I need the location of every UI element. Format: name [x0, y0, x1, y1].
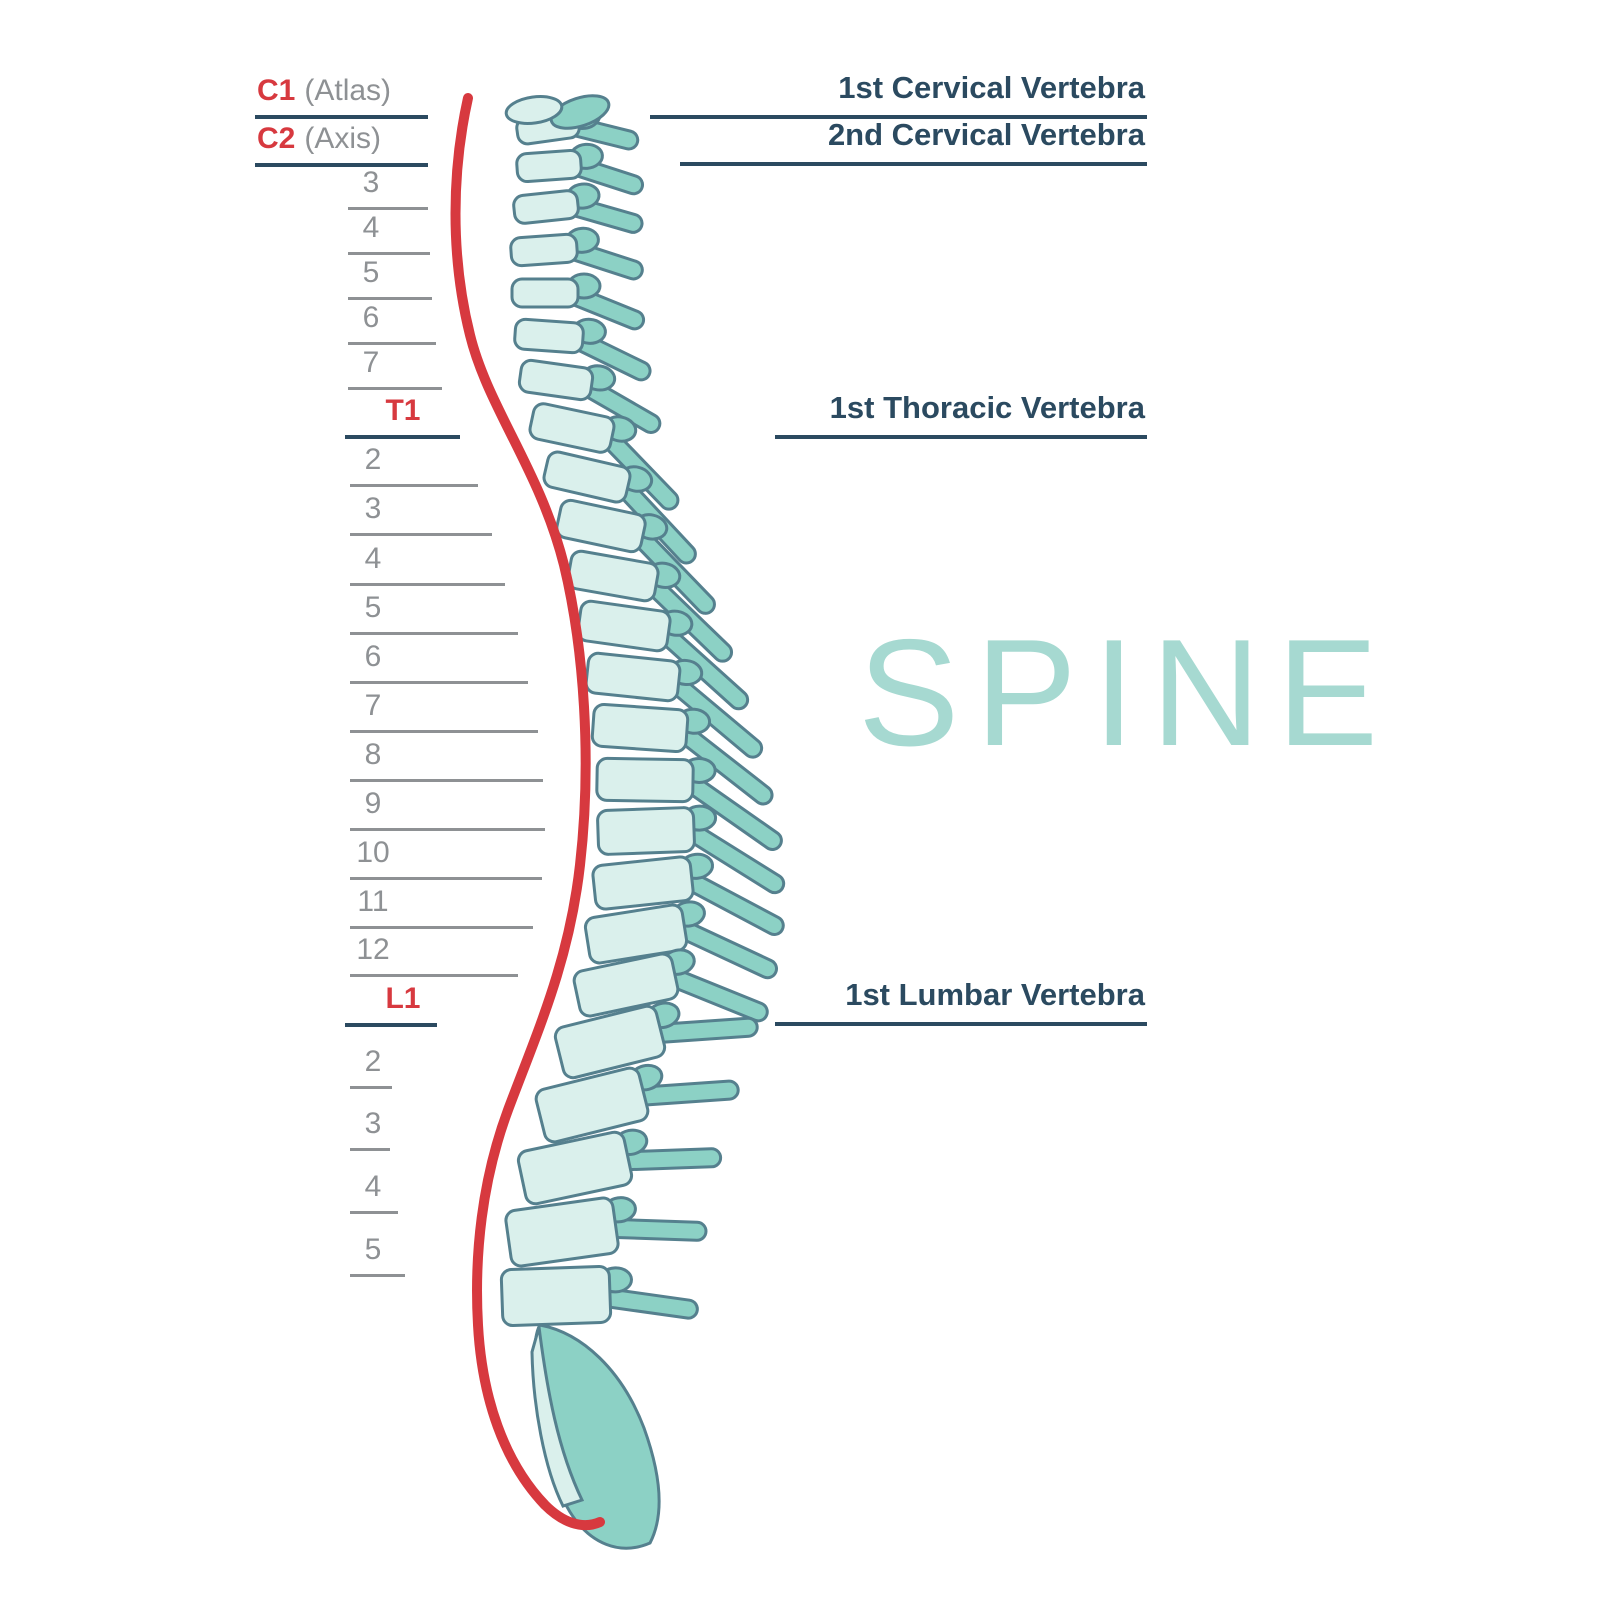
ruler-line — [348, 342, 436, 345]
ruler-line — [350, 828, 545, 831]
sacrum-shape — [530, 1323, 661, 1550]
vertebra-shape — [504, 1196, 708, 1268]
vertebra-label: 12 — [356, 933, 390, 966]
spine-watermark-title: SPINE — [858, 608, 1395, 778]
vertebra-shape — [595, 756, 783, 851]
vertebra-shape — [576, 599, 750, 711]
vertebra-shape — [591, 852, 785, 937]
vertebra-code: L1 — [385, 982, 421, 1015]
ruler-line — [350, 533, 492, 536]
vertebra-shape — [513, 317, 652, 382]
vertebra-label: 7 — [362, 346, 380, 379]
ruler-line — [350, 632, 518, 635]
spine-bones — [499, 102, 786, 1328]
ruler-line — [345, 435, 460, 439]
ruler-line — [350, 779, 543, 782]
vertebra-label: 5 — [364, 1233, 382, 1266]
ruler-line — [350, 926, 533, 929]
ruler-line — [350, 583, 505, 586]
vertebra-shape — [534, 1063, 740, 1144]
vertebra-label: 3 — [364, 492, 382, 525]
annotation-line — [680, 162, 1147, 166]
ruler-line — [348, 387, 442, 390]
vertebra-label: 2 — [364, 1045, 382, 1078]
vertebra-label: 11 — [357, 885, 389, 918]
ruler-line — [255, 115, 428, 119]
ruler-line — [350, 1148, 390, 1151]
vertebra-label: 8 — [364, 738, 382, 771]
vertebra-label: 5 — [364, 591, 382, 624]
ruler-line — [255, 163, 428, 167]
vertebra-label: 3 — [364, 1107, 382, 1140]
ruler-line — [345, 1023, 437, 1027]
ruler-line — [348, 207, 428, 210]
vertebra-alias: (Axis) — [304, 122, 382, 155]
vertebra-shape — [596, 804, 786, 895]
vertebra-label: 9 — [364, 787, 382, 820]
vertebra-label: 4 — [364, 542, 382, 575]
ruler-line — [350, 681, 528, 684]
vertebra-label: 4 — [362, 211, 380, 244]
vertebra-label: C2(Axis) — [257, 121, 381, 157]
ruler-line — [348, 297, 432, 300]
vertebra-label: T1 — [373, 393, 433, 429]
atlas-shape — [504, 94, 611, 130]
annotation-text: 2nd Cervical Vertebra — [827, 117, 1145, 152]
vertebra-label: L1 — [373, 981, 433, 1017]
vertebra-shape — [553, 1001, 759, 1080]
vertebra-code: C2 — [257, 122, 296, 155]
vertebra-shape — [583, 900, 778, 980]
ruler-line — [350, 974, 518, 977]
ruler-line — [350, 877, 542, 880]
vertebra-shape — [510, 272, 646, 331]
vertebra-label: 6 — [364, 640, 382, 673]
vertebra-shape — [572, 948, 769, 1023]
annotation-line — [775, 1022, 1147, 1026]
vertebra-label: 6 — [362, 301, 380, 334]
annotation-line — [650, 115, 1147, 119]
vertebra-shape — [584, 651, 764, 759]
vertebra-code: C1 — [257, 74, 296, 107]
vertebra-shape — [517, 358, 662, 434]
ruler-line — [350, 730, 538, 733]
vertebra-shape — [590, 702, 774, 806]
ruler-line — [350, 484, 478, 487]
ruler-line — [348, 252, 430, 255]
annotation-text: 1st Thoracic Vertebra — [829, 390, 1145, 425]
vertebra-shape — [515, 142, 645, 196]
vertebra-label: C1(Atlas) — [257, 73, 391, 109]
ruler-line — [350, 1211, 398, 1214]
vertebra-shape — [499, 1264, 699, 1328]
ruler-line — [350, 1274, 405, 1277]
spinal-curve-line — [450, 93, 605, 1531]
annotation-text: 1st Lumbar Vertebra — [845, 977, 1145, 1012]
vertebra-code: T1 — [385, 394, 421, 427]
vertebra-label: 7 — [364, 689, 382, 722]
vertebra-alias: (Atlas) — [304, 74, 392, 107]
vertebra-shape — [509, 226, 644, 281]
vertebra-label: 2 — [364, 443, 382, 476]
vertebra-label: 10 — [356, 836, 390, 869]
ruler-line — [350, 1086, 392, 1089]
annotation-line — [775, 435, 1147, 439]
annotation-text: 1st Cervical Vertebra — [838, 70, 1145, 105]
vertebra-label: 5 — [362, 256, 380, 289]
vertebra-label: 3 — [362, 166, 380, 199]
vertebra-shape — [512, 182, 644, 234]
vertebra-label: 4 — [364, 1170, 382, 1203]
vertebra-shape — [516, 1128, 723, 1206]
